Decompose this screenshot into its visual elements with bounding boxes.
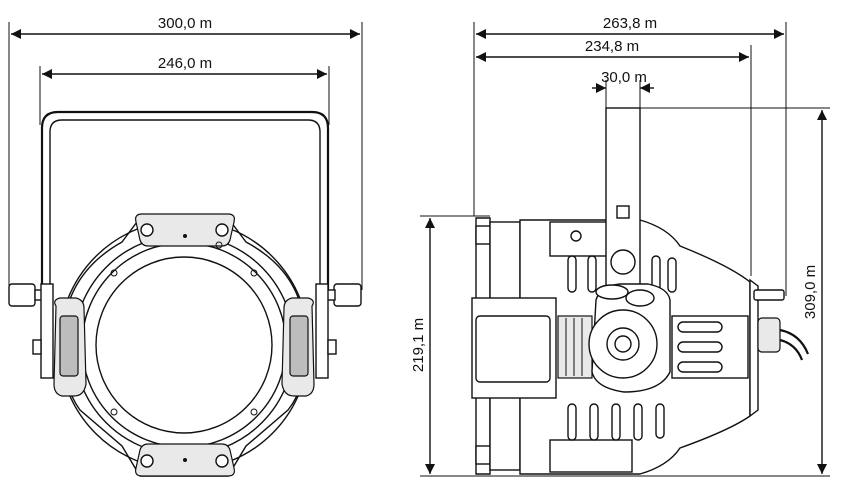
cooling-fins-top (567, 255, 677, 293)
right-yoke-knob (333, 283, 362, 307)
marker-dot (183, 234, 187, 238)
screw-icon (570, 230, 582, 242)
dimension-label-yoke-thickness: 30,0 m (601, 69, 647, 86)
marker-dot (183, 458, 187, 462)
yoke-slot (616, 205, 630, 219)
screw-icon (110, 408, 118, 416)
rear-slot (677, 361, 723, 373)
yoke-bracket-inner (49, 119, 321, 290)
dimension-label-body-height: 219,1 m (410, 318, 427, 372)
tilt-knob-icon (614, 335, 632, 353)
screw-icon (140, 223, 154, 237)
rear-bracket (753, 289, 785, 301)
left-handle-grip (59, 315, 79, 377)
front-clip-bottom (475, 445, 491, 465)
right-side-plate (315, 283, 329, 379)
power-cable (779, 338, 804, 361)
yoke-hole (610, 249, 636, 275)
right-bolt (327, 339, 337, 355)
dimension-label-yoke-width: 246,0 m (158, 55, 212, 72)
vent-grille (557, 315, 593, 379)
front-clip-top (475, 225, 491, 245)
left-yoke-knob (8, 283, 36, 307)
left-side-plate (40, 283, 54, 379)
right-handle-grip (289, 315, 309, 377)
top-bracket (135, 213, 235, 247)
dimension-label-front-width: 300,0 m (158, 15, 212, 32)
body-bottom-panel (549, 439, 633, 473)
screw-icon (250, 269, 258, 277)
left-bolt (32, 339, 42, 355)
screw-icon (110, 269, 118, 277)
lock-lever (625, 289, 655, 307)
yoke-bracket (40, 110, 330, 290)
screw-icon (215, 454, 229, 468)
cooling-fins-bottom (567, 403, 665, 441)
dimension-label-body-depth: 234,8 m (585, 38, 639, 55)
front-view: 300,0 m 246,0 m (8, 15, 363, 477)
power-cable (779, 328, 810, 355)
side-view: 263,8 m 234,8 m 30,0 m 219,1 m 309,0 m (410, 15, 830, 477)
lens-barrel-inner (475, 315, 551, 383)
front-lens (95, 256, 273, 434)
dimension-label-total-height: 309,0 m (802, 265, 819, 319)
rear-cap (749, 278, 759, 418)
cable-gland (757, 317, 781, 353)
dimension-label-total-depth: 263,8 m (603, 15, 657, 32)
tilt-knob-ring (606, 327, 640, 361)
screw-icon (140, 454, 154, 468)
screw-icon (215, 241, 223, 249)
rear-slot (677, 341, 723, 353)
screw-icon (215, 223, 229, 237)
screw-icon (250, 408, 258, 416)
rear-slot (677, 321, 723, 333)
lock-lever (595, 284, 629, 300)
